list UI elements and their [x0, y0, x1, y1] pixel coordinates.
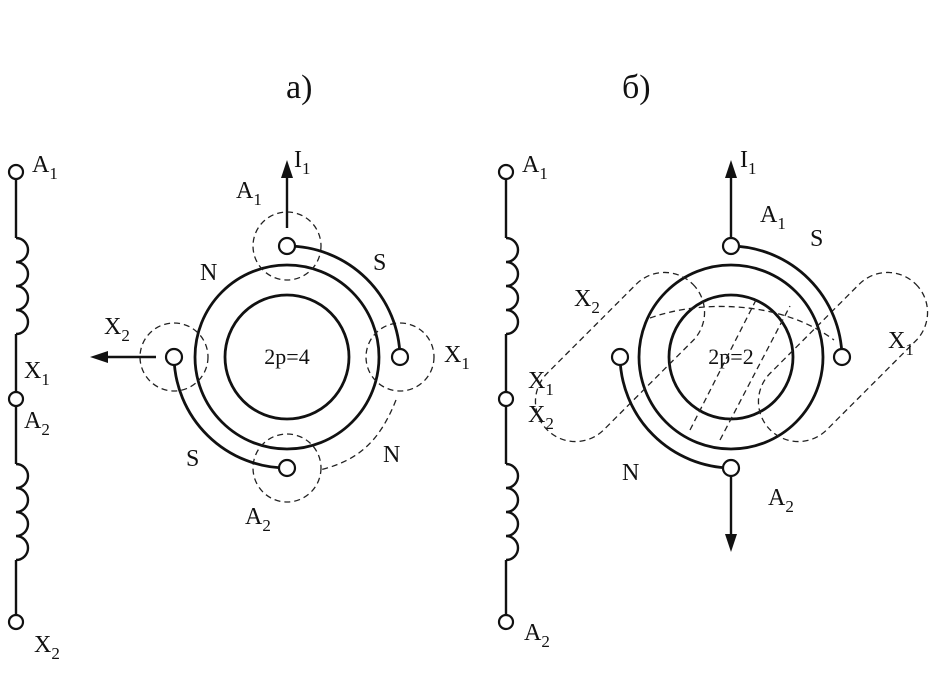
stator-ring-b — [637, 263, 825, 451]
terminal-a-right — [390, 347, 410, 367]
machine-a: 2p=4 I1 A1 X1 A2 X2 N S S N — [90, 147, 470, 535]
winding-a: A1 X1 A2 X2 — [7, 152, 60, 663]
arrow-head-down-icon — [725, 534, 737, 552]
field-line-a — [319, 399, 397, 471]
winding-b-label-mid-upper: X1 — [528, 368, 554, 399]
pole-label-a-2: S — [373, 250, 386, 276]
arrow-head-left-icon — [90, 351, 108, 363]
terminal-b-right — [832, 347, 852, 367]
winding-a-label-mid-lower: A2 — [24, 408, 50, 439]
terminal-a-left — [164, 347, 184, 367]
arrow-head-up-icon — [725, 160, 737, 178]
winding-a-bottom-terminal — [7, 613, 25, 631]
pole-count-a: 2p=4 — [264, 344, 309, 369]
connector-a-left-bottom — [172, 356, 288, 470]
winding-b-bottom-terminal — [497, 613, 515, 631]
field-loop-a-left — [139, 322, 209, 392]
terminal-label-b-bottom: A2 — [768, 485, 794, 516]
stator-ring-a — [193, 263, 381, 451]
winding-a-label-bottom: X2 — [34, 632, 60, 663]
current-label-a: I1 — [294, 147, 311, 178]
caption-a: а) — [286, 69, 312, 106]
field-loop-a-top — [252, 211, 322, 281]
pole-count-b: 2p=2 — [708, 344, 753, 369]
field-line-b-diag-2 — [719, 305, 791, 441]
terminal-a-bottom — [277, 458, 297, 478]
winding-a-coil-lower — [15, 462, 30, 562]
terminal-label-a-top: A1 — [236, 178, 262, 209]
terminal-label-b-right: X1 — [888, 328, 914, 359]
caption-b: б) — [622, 69, 651, 106]
winding-a-mid-terminal — [7, 390, 25, 408]
terminal-label-a-bottom: A2 — [245, 504, 271, 535]
connector-b-left-bottom — [618, 356, 732, 470]
pole-label-b-1: S — [810, 226, 823, 252]
winding-b-label-mid-lower: X2 — [528, 402, 554, 433]
winding-b-mid-terminal — [497, 390, 515, 408]
winding-b-top-terminal — [497, 163, 515, 181]
winding-b-coil-upper — [505, 236, 520, 336]
terminal-label-a-left: X2 — [104, 314, 130, 345]
field-loop-a-bottom — [252, 433, 322, 503]
terminal-label-b-left: X2 — [574, 286, 600, 317]
terminal-a-top — [277, 236, 297, 256]
pole-label-a-3: S — [186, 446, 199, 472]
connector-a-top-right — [286, 244, 402, 358]
pole-label-a-1: N — [200, 260, 217, 286]
pole-label-b-2: N — [622, 460, 639, 486]
winding-a-top-terminal — [7, 163, 25, 181]
field-line-b-arc — [649, 305, 835, 341]
field-tube-b-right — [757, 271, 929, 443]
rotor-a — [223, 293, 351, 421]
connector-b-top-right — [730, 244, 844, 358]
winding-a-label-mid-upper: X1 — [24, 358, 50, 389]
winding-b: A1 X1 X2 A2 — [497, 152, 554, 651]
terminal-b-top — [721, 236, 741, 256]
winding-a-label-top: A1 — [32, 152, 58, 183]
pole-label-a-4: N — [383, 442, 400, 468]
terminal-label-b-top: A1 — [760, 202, 786, 233]
arrow-head-up-icon — [281, 160, 293, 178]
winding-b-label-top: A1 — [522, 152, 548, 183]
winding-b-label-bottom: A2 — [524, 620, 550, 651]
terminal-b-bottom — [721, 458, 741, 478]
machine-b: 2p=2 I1 A1 X1 A2 X2 S N — [534, 147, 929, 552]
field-loop-a-right — [365, 322, 435, 392]
winding-a-coil-upper — [15, 236, 30, 336]
current-label-b: I1 — [740, 147, 757, 178]
terminal-b-left — [610, 347, 630, 367]
field-tube-b-left — [534, 271, 706, 443]
winding-b-coil-lower — [505, 462, 520, 562]
field-line-b-diag-1 — [689, 299, 757, 431]
terminal-label-a-right: X1 — [444, 342, 470, 373]
